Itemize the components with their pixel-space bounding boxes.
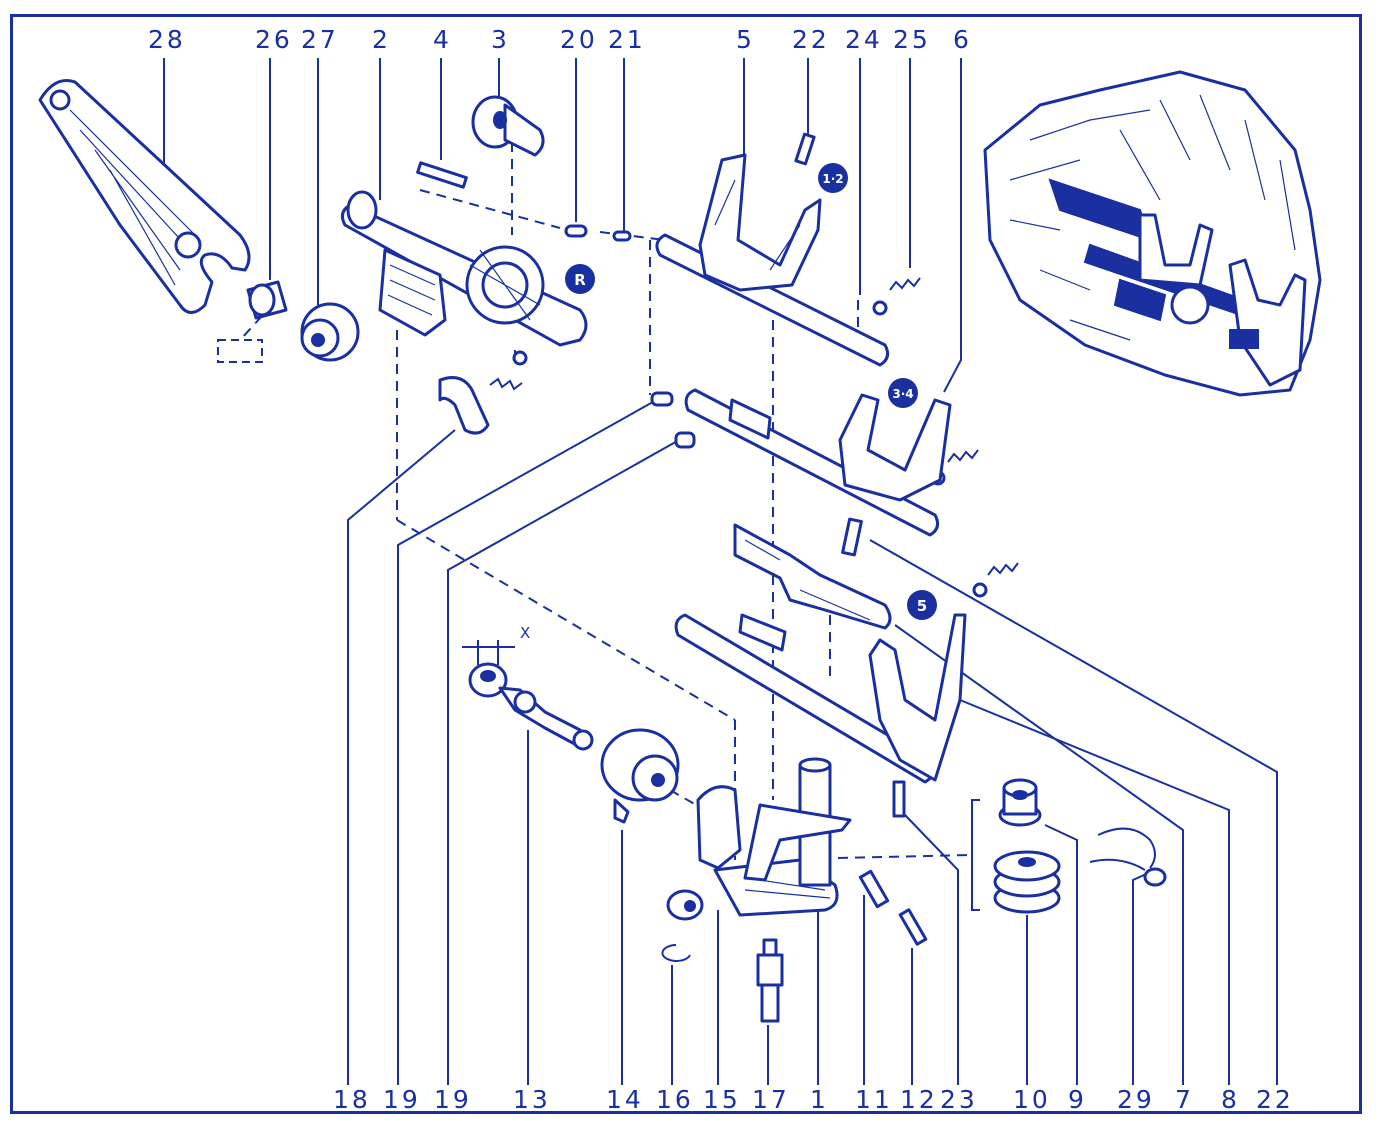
- label-14: 14: [606, 1085, 644, 1114]
- label-9: 9: [1068, 1085, 1087, 1114]
- part-9-cap: [998, 778, 1042, 827]
- label-17: 17: [752, 1085, 790, 1114]
- label-18: 18: [333, 1085, 371, 1114]
- badge-34: 3·4: [888, 378, 918, 408]
- badge-5: 5: [907, 590, 937, 620]
- part-13-lever: [468, 662, 594, 751]
- part-27-bush: [300, 302, 360, 362]
- part-5-shift-fork-12: [655, 153, 890, 367]
- badge-12-text: 1·2: [822, 172, 843, 186]
- part-2-reverse-selector: [340, 190, 588, 347]
- dimension-label: X: [520, 624, 533, 642]
- part-15-bush: [666, 889, 704, 921]
- badge-r: R: [565, 264, 595, 294]
- label-26: 26: [255, 25, 293, 54]
- part-3-bush: [471, 95, 545, 157]
- badge-12: 1·2: [818, 163, 848, 193]
- part-10-grommet: [993, 850, 1061, 914]
- label-7: 7: [1175, 1085, 1194, 1114]
- label-10: 10: [1013, 1085, 1051, 1114]
- part-18-clip: [438, 376, 490, 435]
- label-1: 1: [810, 1085, 829, 1114]
- dimension-x: X: [462, 624, 533, 665]
- label-28: 28: [148, 25, 186, 54]
- part-26-bush: [217, 280, 288, 363]
- diagram-frame: [10, 14, 1362, 1114]
- part-16-circlip: [661, 944, 691, 962]
- label-11: 11: [855, 1085, 893, 1114]
- label-13: 13: [513, 1085, 551, 1114]
- label-22-top: 22: [792, 25, 830, 54]
- gearbox-overview: [983, 70, 1322, 397]
- label-3: 3: [491, 25, 510, 54]
- label-20: 20: [560, 25, 598, 54]
- top-labels: 28 26 27 2 4 3 20 21 5 22 24 25 6: [148, 25, 972, 54]
- label-25: 25: [893, 25, 931, 54]
- part-29-spring: [1089, 827, 1167, 887]
- label-19-a: 19: [383, 1085, 421, 1114]
- springs-and-balls: [489, 132, 1019, 818]
- label-23: 23: [940, 1085, 978, 1114]
- label-8: 8: [1221, 1085, 1240, 1114]
- label-2: 2: [372, 25, 391, 54]
- badge-34-text: 3·4: [892, 387, 913, 401]
- label-5: 5: [736, 25, 755, 54]
- part-8-shift-fork-5: [674, 613, 967, 784]
- label-24: 24: [845, 25, 883, 54]
- label-22-bottom: 22: [1256, 1085, 1294, 1114]
- part-28-release-fork: [38, 79, 251, 314]
- label-29: 29: [1117, 1085, 1155, 1114]
- part-11-pin: [858, 869, 890, 909]
- part-17-switch: [756, 938, 784, 1023]
- badge-5-text: 5: [917, 597, 927, 615]
- part-6-shift-fork-34: [684, 388, 952, 537]
- part-1-selector-bracket: [696, 757, 852, 917]
- part-14-housing: [600, 728, 680, 824]
- label-21: 21: [608, 25, 646, 54]
- label-16: 16: [656, 1085, 694, 1114]
- label-12: 12: [900, 1085, 938, 1114]
- part-4-pin: [416, 161, 468, 189]
- leader-lines-bottom: [347, 397, 1278, 1085]
- bottom-labels: 18 19 19 13 14 16 15 17 1 11 12 23 10 9 …: [333, 1085, 1294, 1114]
- leader-lines-top: [163, 58, 962, 393]
- part-12-pin: [898, 908, 928, 946]
- badge-r-text: R: [574, 271, 586, 289]
- bracket-9-10: [971, 799, 980, 911]
- label-15: 15: [703, 1085, 741, 1114]
- label-19-b: 19: [434, 1085, 472, 1114]
- label-4: 4: [433, 25, 452, 54]
- label-27: 27: [301, 25, 339, 54]
- part-7-selector-arm: [733, 523, 892, 630]
- label-6: 6: [953, 25, 972, 54]
